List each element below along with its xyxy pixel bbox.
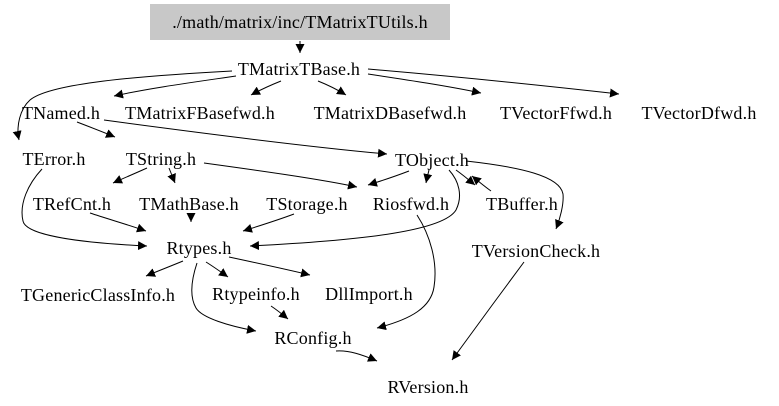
node-tvectorffwd[interactable]: TVectorFfwd.h bbox=[500, 103, 612, 123]
node-tnamed[interactable]: TNamed.h bbox=[22, 103, 100, 123]
edge-rtypes-rtypeinfo bbox=[205, 261, 229, 278]
root-node-box bbox=[150, 4, 450, 40]
node-tstring[interactable]: TString.h bbox=[126, 149, 196, 169]
edge-tmatrixtbase-tvectordfwd bbox=[367, 68, 620, 98]
nodes-layer: ./math/matrix/inc/TMatrixTUtils.hTMatrix… bbox=[21, 4, 756, 397]
edge-tnamed-tstring bbox=[76, 121, 116, 138]
node-tstorage[interactable]: TStorage.h bbox=[266, 194, 347, 214]
edge-tmatrixtbase-tnamed bbox=[113, 75, 237, 99]
node-tversioncheck[interactable]: TVersionCheck.h bbox=[472, 241, 600, 261]
node-terror[interactable]: TError.h bbox=[22, 149, 85, 169]
node-rconfig[interactable]: RConfig.h bbox=[274, 328, 351, 348]
edge-trefcnt-rtypes bbox=[89, 212, 147, 233]
edge-rtypes-dllimport bbox=[228, 256, 311, 278]
node-tmathbase[interactable]: TMathBase.h bbox=[139, 194, 239, 214]
edge-rtypes-tgenericclassinfo bbox=[145, 260, 184, 277]
node-tobject[interactable]: TObject.h bbox=[395, 150, 469, 170]
node-tmatrixtbase[interactable]: TMatrixTBase.h bbox=[238, 59, 360, 79]
node-dllimport[interactable]: DllImport.h bbox=[325, 284, 413, 304]
node-tbuffer[interactable]: TBuffer.h bbox=[486, 194, 558, 214]
edge-tstorage-rtypes bbox=[242, 213, 295, 233]
edge-rconfig-rversion bbox=[335, 350, 378, 362]
edge-rtypeinfo-rconfig bbox=[270, 305, 289, 320]
edge-tstring-tmathbase bbox=[167, 167, 176, 184]
node-tmatrixfbasefwd[interactable]: TMatrixFBasefwd.h bbox=[125, 103, 275, 123]
edge-tobject-tversioncheck bbox=[465, 160, 564, 230]
edge-tmatrixtbase-tmatrixdbasefwd bbox=[317, 80, 347, 96]
node-tmatrixdbasefwd[interactable]: TMatrixDBasefwd.h bbox=[314, 103, 467, 123]
edge-tstring-riosfwd bbox=[203, 162, 358, 190]
node-rtypes[interactable]: Rtypes.h bbox=[166, 238, 231, 258]
edge-tobject-tbuffer bbox=[455, 169, 476, 186]
edge-tobject-riosfwd bbox=[423, 169, 433, 184]
edge-tversioncheck-rversion bbox=[451, 261, 525, 361]
edge-riosfwd-rconfig bbox=[376, 214, 436, 331]
edge-terror-rtypes bbox=[21, 168, 148, 251]
edge-tobject-tstorage bbox=[367, 170, 410, 187]
node-tgenericclassinfo[interactable]: TGenericClassInfo.h bbox=[21, 285, 175, 305]
edge-tmatrixtbase-terror bbox=[12, 70, 233, 141]
node-trefcnt[interactable]: TRefCnt.h bbox=[33, 194, 111, 214]
edge-tobject-rtypes bbox=[249, 169, 460, 251]
node-utils[interactable]: ./math/matrix/inc/TMatrixTUtils.h bbox=[172, 12, 428, 32]
node-rversion[interactable]: RVersion.h bbox=[387, 377, 468, 397]
node-riosfwd[interactable]: Riosfwd.h bbox=[373, 194, 449, 214]
edge-rtypes-rconfig bbox=[191, 262, 257, 334]
edge-tmatrixtbase-tmatrixfbasefwd bbox=[250, 80, 282, 96]
edge-tstring-trefcnt bbox=[112, 167, 148, 184]
edge-tnamed-tobject bbox=[103, 119, 388, 158]
edge-tmatrixtbase-tvectorffwd bbox=[367, 73, 482, 96]
edges-layer bbox=[12, 40, 620, 362]
node-tvectordfwd[interactable]: TVectorDfwd.h bbox=[641, 103, 756, 123]
node-rtypeinfo[interactable]: Rtypeinfo.h bbox=[212, 284, 300, 304]
edge-tbuffer-tobject bbox=[471, 175, 492, 192]
